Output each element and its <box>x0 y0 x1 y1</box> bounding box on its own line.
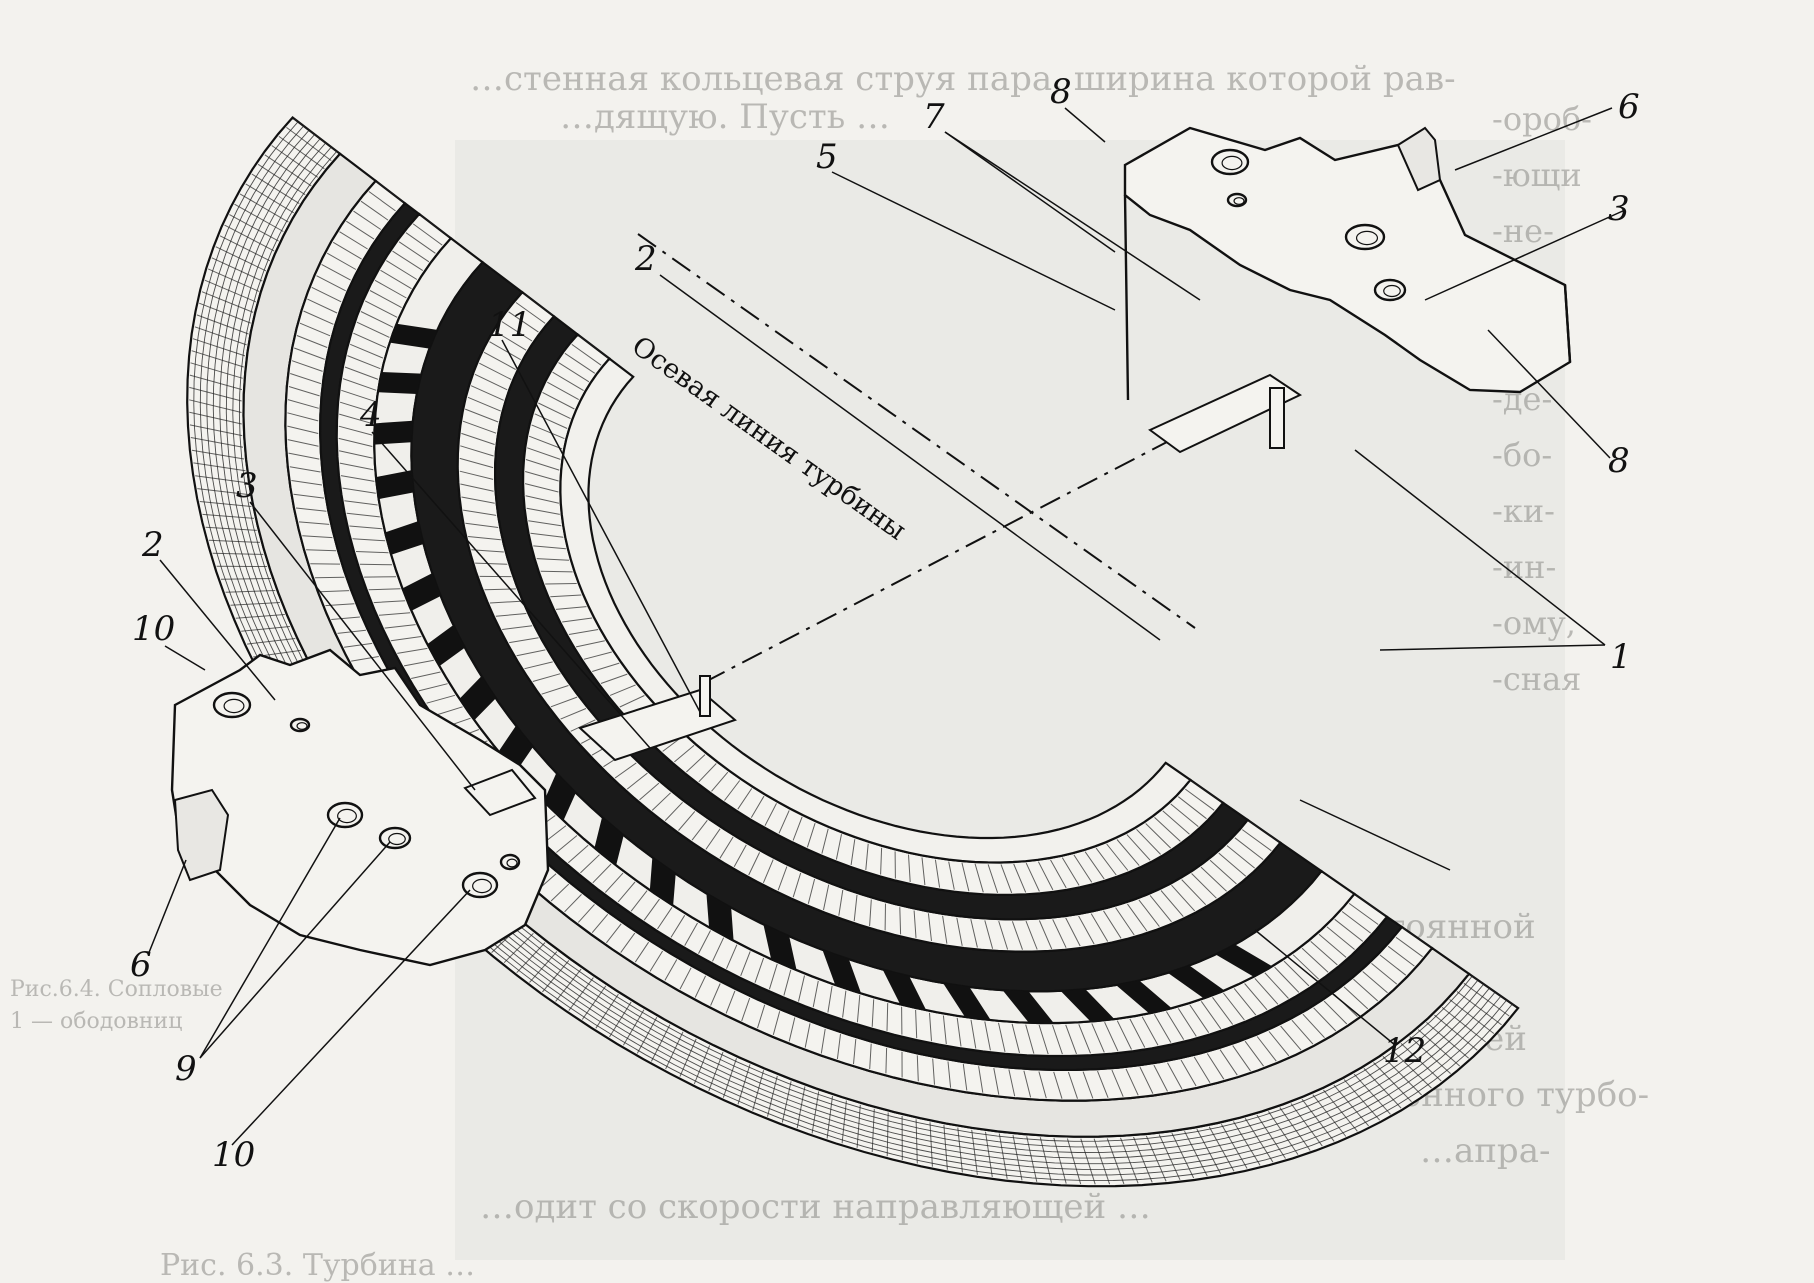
leader-line <box>159 559 276 701</box>
ghost-caption-left-2: 1 — ободовниц <box>10 1009 182 1034</box>
part-label-12: 12 <box>1383 1031 1426 1071</box>
part-label-2-top: 2 <box>634 239 657 279</box>
part-label-7: 7 <box>923 97 945 137</box>
ghost-right-line: -не- <box>1492 212 1554 250</box>
part-label-4: 4 <box>359 395 382 435</box>
part-label-1: 1 <box>1610 637 1632 677</box>
nozzle-blades <box>374 323 1273 1024</box>
leader-line <box>1379 644 1606 651</box>
leader-line <box>944 131 1201 301</box>
ring-engraving <box>225 142 1484 1153</box>
ghost-line-2: …дящую. Пусть … <box>560 97 890 137</box>
leader-line <box>831 171 1116 311</box>
part-label-3-left: 3 <box>236 466 258 506</box>
leader-line <box>1454 107 1613 171</box>
turbine-axis-line-lower <box>704 429 1191 683</box>
leader-line <box>1064 107 1106 143</box>
bolt-hole-inner <box>1233 197 1245 205</box>
ghost-right-line: -ки- <box>1492 492 1555 530</box>
leader-line <box>659 274 1161 641</box>
ring-engraving <box>238 150 1473 1142</box>
ring-hatching <box>459 293 1280 950</box>
part-label-10-top: 10 <box>132 609 175 649</box>
bolt-hole-inner <box>388 832 406 846</box>
part-label-6-top: 6 <box>1618 87 1640 127</box>
ring-engraving <box>212 134 1496 1165</box>
bolt-hole-inner <box>296 722 308 730</box>
bolt-hole-inner <box>223 698 245 714</box>
ring-engraving <box>219 138 1490 1159</box>
part-label-2-left: 2 <box>141 525 164 565</box>
bolt-hole-inner <box>1355 230 1379 246</box>
leader-line <box>147 859 187 956</box>
bolt-hole <box>326 801 364 829</box>
bolt-hole <box>1226 192 1248 208</box>
sealing-segment-holder <box>578 688 737 762</box>
ghost-caption-left: Рис.6.4. Сопловые <box>10 977 223 1002</box>
turbine-axis-line <box>637 233 1196 629</box>
leader-line <box>1254 929 1396 1046</box>
sealing-segment-holder-top <box>1148 373 1303 454</box>
diaphragm-assembly <box>170 115 1572 1188</box>
ring-engraving <box>232 146 1479 1148</box>
ghost-right-line: -ин- <box>1492 548 1556 586</box>
ghost-right-line: -ороб- <box>1492 100 1592 138</box>
ring-engraving <box>206 129 1502 1170</box>
leader-line <box>1424 209 1626 301</box>
ghost-right-line: -сная <box>1492 660 1581 698</box>
bolt-hole-inner <box>1221 155 1243 171</box>
part-label-8-top: 8 <box>1050 72 1072 112</box>
bolt-hole <box>1344 223 1386 251</box>
part-label-9: 9 <box>175 1049 197 1089</box>
bolt-hole <box>1210 148 1250 176</box>
ring-engraving <box>193 121 1513 1182</box>
ghost-right-line: -ому, <box>1492 604 1576 642</box>
upper-flange-edge <box>1123 194 1572 401</box>
bolt-hole <box>499 853 521 871</box>
ring-band <box>559 357 1192 864</box>
part-label-6-left: 6 <box>130 945 152 985</box>
leader-line <box>249 501 476 791</box>
leader-line <box>199 841 391 1059</box>
ghost-footer: Рис. 6.3. Турбина … <box>160 1248 475 1283</box>
leader-line <box>371 431 651 749</box>
ring-engraving <box>199 125 1507 1176</box>
ghost-bottom-line: …одит со скорости направляющей … <box>480 1187 1151 1227</box>
bolt-hole-inner <box>472 878 492 894</box>
lock-plate-left <box>463 768 537 817</box>
leader-line <box>164 645 206 671</box>
alignment-key-top <box>1396 126 1442 192</box>
part-label-8-right: 8 <box>1608 441 1630 481</box>
part-label-3-right: 3 <box>1608 189 1630 229</box>
ghost-right-column: -ороб--ющи-не--и).-уто-де--бо--ки--ин--о… <box>1492 100 1592 698</box>
bolt-hole <box>461 871 499 899</box>
leader-line <box>199 817 341 1059</box>
ghost-bottom-line: …апра- <box>1420 1131 1550 1171</box>
part-label-11: 11 <box>488 305 531 345</box>
stop-pin <box>1269 387 1285 449</box>
leader-line <box>231 889 471 1146</box>
bolt-hole-inner <box>506 858 518 868</box>
leader-line <box>1299 799 1451 871</box>
part-label-5: 5 <box>816 137 838 177</box>
bolt-hole <box>289 717 311 733</box>
ghost-right-line: -бо- <box>1492 436 1552 474</box>
leader-line <box>944 131 1116 253</box>
part-label-10-bottom: 10 <box>212 1135 255 1175</box>
leader-line <box>1354 449 1606 646</box>
alignment-key-left <box>173 788 230 882</box>
bolt-hole-inner <box>1383 284 1401 298</box>
leader-lines <box>147 107 1626 1146</box>
stop-pin-left <box>699 675 711 717</box>
bolt-hole <box>212 691 252 719</box>
leader-line <box>501 339 701 713</box>
ghost-top-line: …стенная кольцевая струя пара, ширина ко… <box>470 59 1456 99</box>
bolt-hole-inner <box>337 808 357 824</box>
ghost-right-line: -ющи <box>1492 156 1582 194</box>
leader-line <box>1487 329 1611 459</box>
